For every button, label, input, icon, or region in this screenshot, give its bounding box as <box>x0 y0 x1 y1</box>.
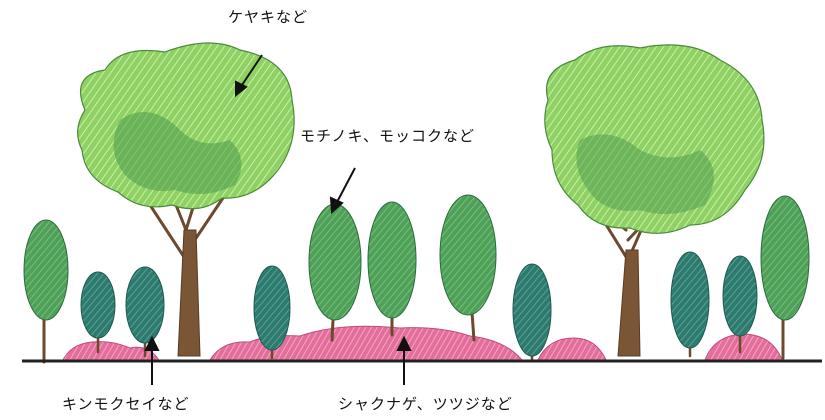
tree-mochinoki-1 <box>308 203 362 321</box>
tree-teal-center-right <box>512 263 552 357</box>
label-kinmokusei: キンモクセイなど <box>62 395 190 413</box>
arrow-mochinoki <box>335 167 356 205</box>
tree-kinmokusei-2 <box>125 266 165 344</box>
label-shakunage: シャクナゲ、ツツジなど <box>338 395 513 413</box>
shrub-right-2 <box>704 333 783 361</box>
tree-kinmokusei-1 <box>80 271 116 339</box>
tree-teal-center-left <box>253 265 291 351</box>
shrub-group <box>61 325 783 363</box>
arrow-keyaki <box>239 54 263 89</box>
tree-keyaki-right <box>544 44 765 357</box>
shrub-left <box>61 341 161 363</box>
tree-mochinoki-2 <box>367 201 417 319</box>
tree-far-right <box>760 195 810 321</box>
tree-teal-right-2 <box>722 255 758 337</box>
shrub-right-1 <box>537 337 607 361</box>
label-keyaki: ケヤキなど <box>228 8 309 26</box>
pointer-arrows <box>144 54 412 385</box>
tree-mochinoki-3 <box>439 194 497 316</box>
shrub-center <box>209 325 524 361</box>
tree-far-left <box>23 219 69 321</box>
tree-teal-right-1 <box>670 251 710 349</box>
label-mochinoki: モチノキ、モッコクなど <box>300 127 475 145</box>
small-trees <box>23 194 810 364</box>
